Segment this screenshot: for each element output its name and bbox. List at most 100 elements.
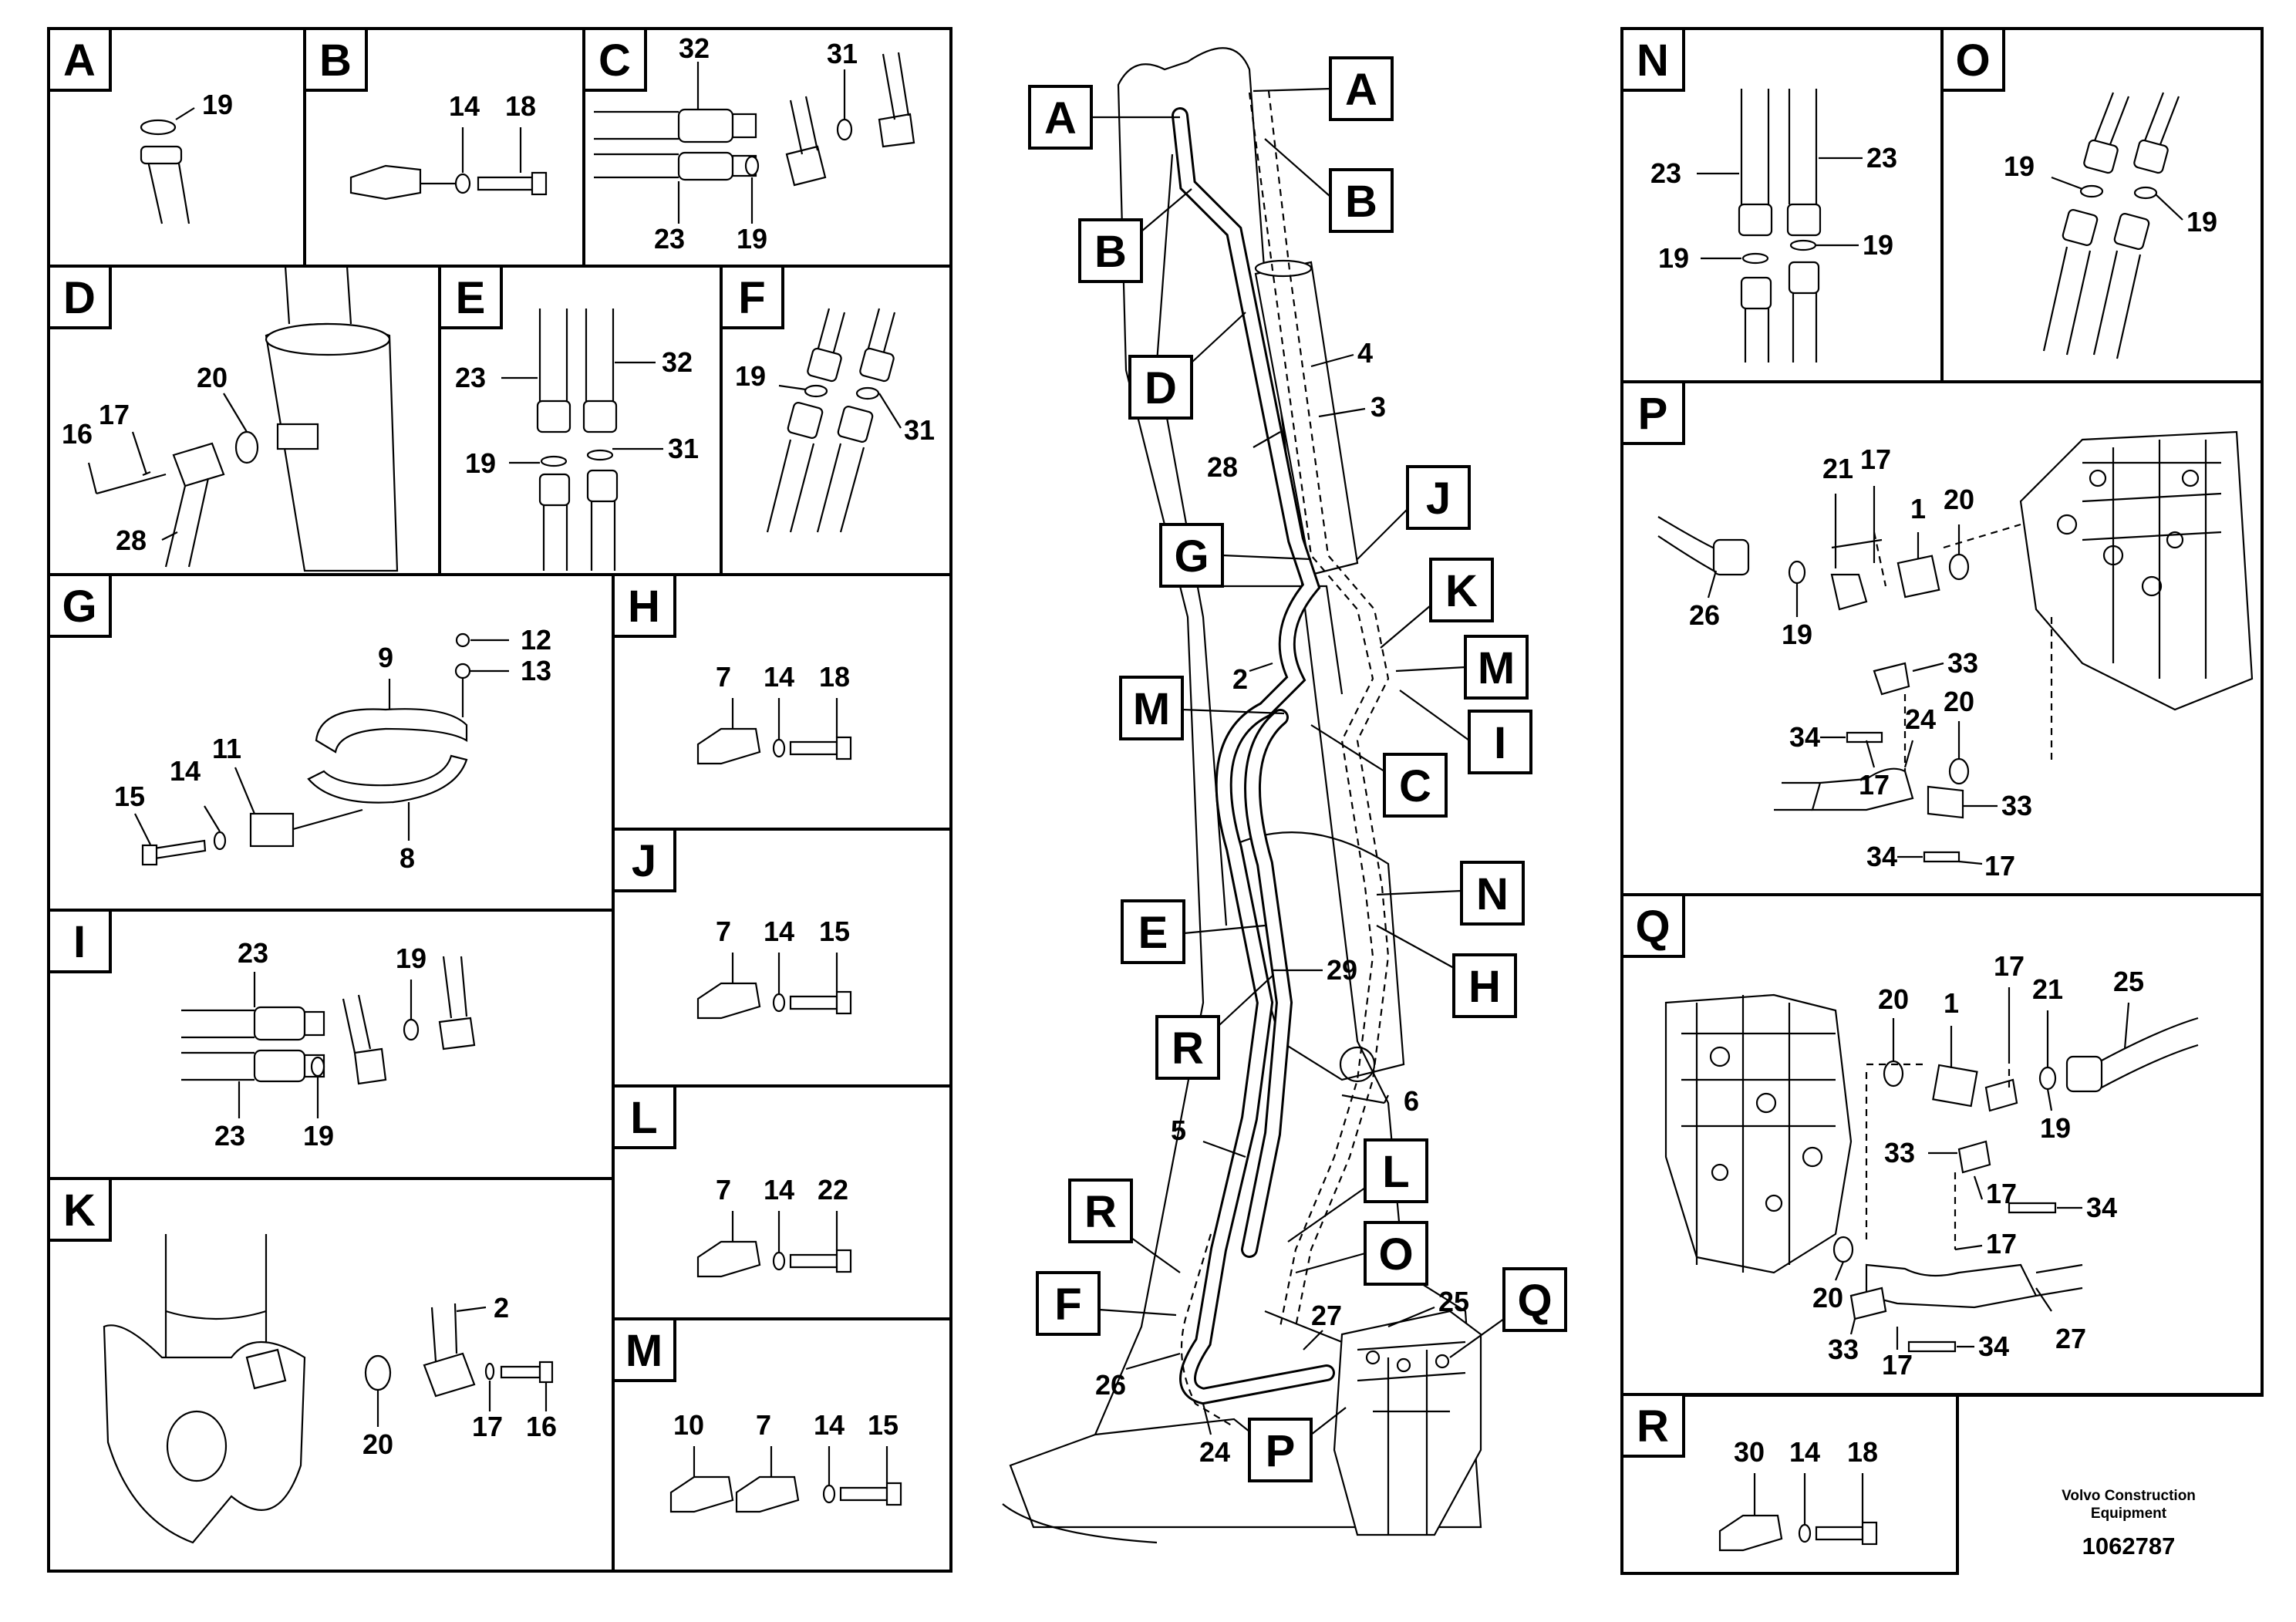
svg-text:D: D <box>1145 363 1177 413</box>
svg-text:N: N <box>1476 869 1509 919</box>
part-number: 14 <box>764 916 794 947</box>
panel-letter: L <box>630 1093 657 1143</box>
part-number: 1 <box>1910 493 1926 524</box>
part-number: 31 <box>668 433 699 464</box>
svg-text:6: 6 <box>1404 1085 1419 1117</box>
callout-a-left: A <box>1028 85 1180 150</box>
part-number: 17 <box>1860 443 1891 475</box>
part-number: 33 <box>1884 1137 1915 1168</box>
panel-letter: F <box>738 273 765 323</box>
part-number: 22 <box>818 1174 848 1206</box>
part-number: 33 <box>1828 1334 1859 1365</box>
panel-n: N 23 23 19 19 <box>1620 27 1897 363</box>
main-part-numbers: 4 3 28 2 29 6 5 27 25 26 24 <box>1095 337 1469 1468</box>
callout-o: O <box>1295 1221 1428 1286</box>
detail-panel-grid-left <box>47 27 952 1573</box>
part-number: 33 <box>2001 790 2032 821</box>
callout-q: Q <box>1449 1267 1567 1358</box>
panel-letter: R <box>1637 1401 1669 1452</box>
part-number: 17 <box>99 399 130 430</box>
part-number: 14 <box>814 1409 845 1441</box>
part-number: 9 <box>378 642 393 673</box>
part-number: 19 <box>1863 229 1893 261</box>
part-number: 19 <box>1782 619 1812 650</box>
part-number: 17 <box>1882 1349 1913 1381</box>
part-number: 23 <box>455 362 486 393</box>
part-number: 23 <box>214 1120 245 1152</box>
part-number: 18 <box>819 661 850 693</box>
part-number: 17 <box>1986 1228 2017 1259</box>
panel-letter: Q <box>1635 902 1670 952</box>
panel-r: R 30 14 18 <box>1620 1393 1878 1552</box>
part-number: 19 <box>2040 1112 2071 1144</box>
main-callouts: A A B B D J G <box>1028 56 1567 1482</box>
svg-text:R: R <box>1084 1187 1117 1237</box>
part-number: 17 <box>1984 850 2015 882</box>
panel-letter-box <box>47 27 112 92</box>
callout-b-right: B <box>1264 138 1394 233</box>
part-number: 7 <box>756 1409 771 1441</box>
part-number: 18 <box>505 90 536 122</box>
part-number: 25 <box>2113 966 2144 997</box>
part-number: 19 <box>396 943 426 974</box>
callout-a-right: A <box>1253 56 1394 121</box>
panel-letter: E <box>456 273 486 323</box>
callout-r-lower: R <box>1068 1179 1181 1273</box>
part-number: 26 <box>1689 599 1720 631</box>
panel-g: G 12 13 9 11 15 14 8 <box>47 573 551 874</box>
svg-text:F: F <box>1054 1280 1081 1330</box>
callout-m-right: M <box>1395 635 1529 700</box>
svg-text:J: J <box>1426 474 1451 524</box>
part-number: 8 <box>400 842 415 874</box>
flange <box>172 442 225 487</box>
part-number: 24 <box>1905 703 1936 735</box>
part-number: 23 <box>238 937 268 969</box>
part-number: 19 <box>2004 150 2035 182</box>
callout-m-left: M <box>1119 676 1285 740</box>
svg-text:M: M <box>1478 643 1515 693</box>
panel-letter: N <box>1637 35 1669 86</box>
part-number: 11 <box>212 733 241 764</box>
part-number: 2 <box>494 1292 509 1324</box>
svg-text:H: H <box>1468 962 1501 1012</box>
svg-text:5: 5 <box>1171 1114 1186 1146</box>
panel-f: F 19 31 <box>720 265 935 533</box>
svg-text:O: O <box>1378 1229 1413 1280</box>
svg-text:Q: Q <box>1517 1276 1552 1326</box>
part-number: 27 <box>2055 1323 2086 1354</box>
footer-doc-number: 1062787 <box>2082 1533 2176 1560</box>
svg-text:28: 28 <box>1207 451 1238 483</box>
callout-b-left: B <box>1078 188 1192 283</box>
part-number: 7 <box>716 661 731 693</box>
callout-p: P <box>1248 1407 1347 1482</box>
clamp-bracket <box>349 164 422 201</box>
panel-c: C 32 31 23 19 <box>582 27 915 255</box>
part-number: 15 <box>868 1409 899 1441</box>
lower-clamp <box>307 754 468 804</box>
panel-q: Q 17 21 25 20 1 19 33 1 <box>1620 893 2199 1381</box>
panel-k: K 2 20 17 16 <box>47 1177 557 1544</box>
control-valve-block <box>2019 430 2254 711</box>
part-number: 14 <box>764 1174 794 1206</box>
svg-text:R: R <box>1172 1023 1204 1074</box>
svg-text:A: A <box>1345 65 1377 115</box>
part-number: 14 <box>449 90 480 122</box>
footer-company: Volvo Construction <box>2062 1488 2196 1504</box>
part-number: 16 <box>62 418 93 450</box>
svg-text:2: 2 <box>1232 663 1248 695</box>
svg-text:29: 29 <box>1327 954 1357 986</box>
svg-text:25: 25 <box>1438 1286 1469 1317</box>
panel-letter: C <box>598 35 631 86</box>
svg-text:E: E <box>1138 908 1168 958</box>
part-number: 19 <box>735 360 766 392</box>
part-number: 12 <box>521 624 551 656</box>
panel-letter: P <box>1638 389 1668 439</box>
washer <box>454 173 471 194</box>
part-number: 23 <box>1866 142 1897 174</box>
panel-letter: I <box>73 917 86 967</box>
part-number: 15 <box>819 916 850 947</box>
panel-letter: A <box>63 35 96 86</box>
panel-letter: M <box>625 1326 663 1376</box>
callout-k: K <box>1380 558 1494 649</box>
part-number: 19 <box>303 1120 334 1152</box>
